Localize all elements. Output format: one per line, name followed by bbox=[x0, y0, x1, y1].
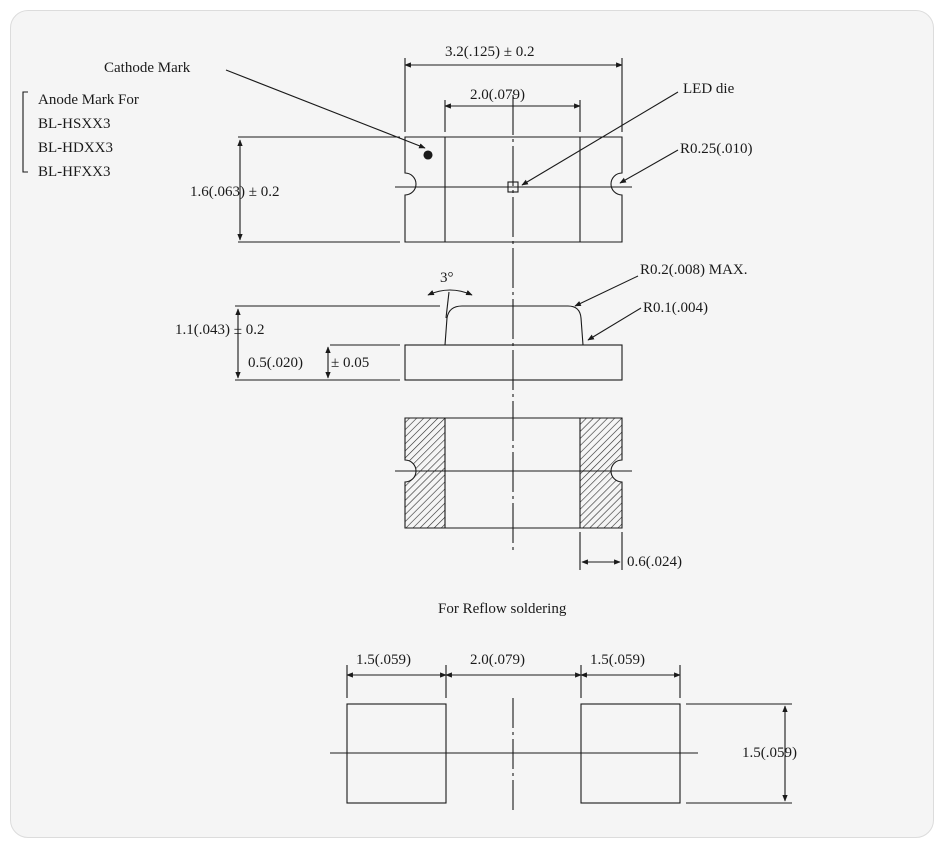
reflow-pad-gap: 2.0(.079) bbox=[470, 652, 525, 668]
die-width-dimension: 2.0(.079) bbox=[470, 87, 525, 103]
angle-label: 3° bbox=[440, 270, 454, 286]
reflow-title: For Reflow soldering bbox=[438, 601, 567, 617]
top-radius-label: R0.2(.008) MAX. bbox=[640, 262, 748, 278]
height-dimension: 1.6(.063) ± 0.2 bbox=[190, 184, 279, 200]
part-number-1: BL-HSXX3 bbox=[38, 116, 111, 132]
pad-width-dimension: 0.6(.024) bbox=[627, 554, 682, 570]
part-number-3: BL-HFXX3 bbox=[38, 164, 111, 180]
side-view-lens bbox=[444, 305, 584, 346]
base-height-tolerance: ± 0.05 bbox=[331, 355, 369, 371]
cathode-mark-label: Cathode Mark bbox=[104, 60, 191, 76]
anode-mark-label: Anode Mark For bbox=[38, 92, 139, 108]
bottom-pad-left bbox=[404, 417, 446, 529]
diagram-frame bbox=[10, 10, 934, 838]
total-height-dimension: 1.1(.043) ± 0.2 bbox=[175, 322, 264, 338]
top-view bbox=[22, 58, 679, 243]
reflow-pad-height: 1.5(.059) bbox=[742, 745, 797, 761]
top-view-body bbox=[404, 136, 623, 243]
reflow-footprint bbox=[330, 665, 792, 810]
bottom-pad-right bbox=[579, 417, 623, 529]
reflow-pad1-width: 1.5(.059) bbox=[356, 652, 411, 668]
base-height-dimension: 0.5(.020) bbox=[248, 355, 303, 371]
bottom-view bbox=[395, 417, 632, 570]
base-radius-label: R0.1(.004) bbox=[643, 300, 708, 316]
corner-radius-label: R0.25(.010) bbox=[680, 141, 753, 157]
width-dimension: 3.2(.125) ± 0.2 bbox=[445, 44, 534, 60]
cathode-mark-dot bbox=[423, 150, 433, 160]
side-view bbox=[235, 275, 642, 381]
side-view-base bbox=[404, 344, 623, 381]
led-die-label: LED die bbox=[683, 81, 735, 97]
part-number-2: BL-HDXX3 bbox=[38, 140, 113, 156]
reflow-pad2-width: 1.5(.059) bbox=[590, 652, 645, 668]
